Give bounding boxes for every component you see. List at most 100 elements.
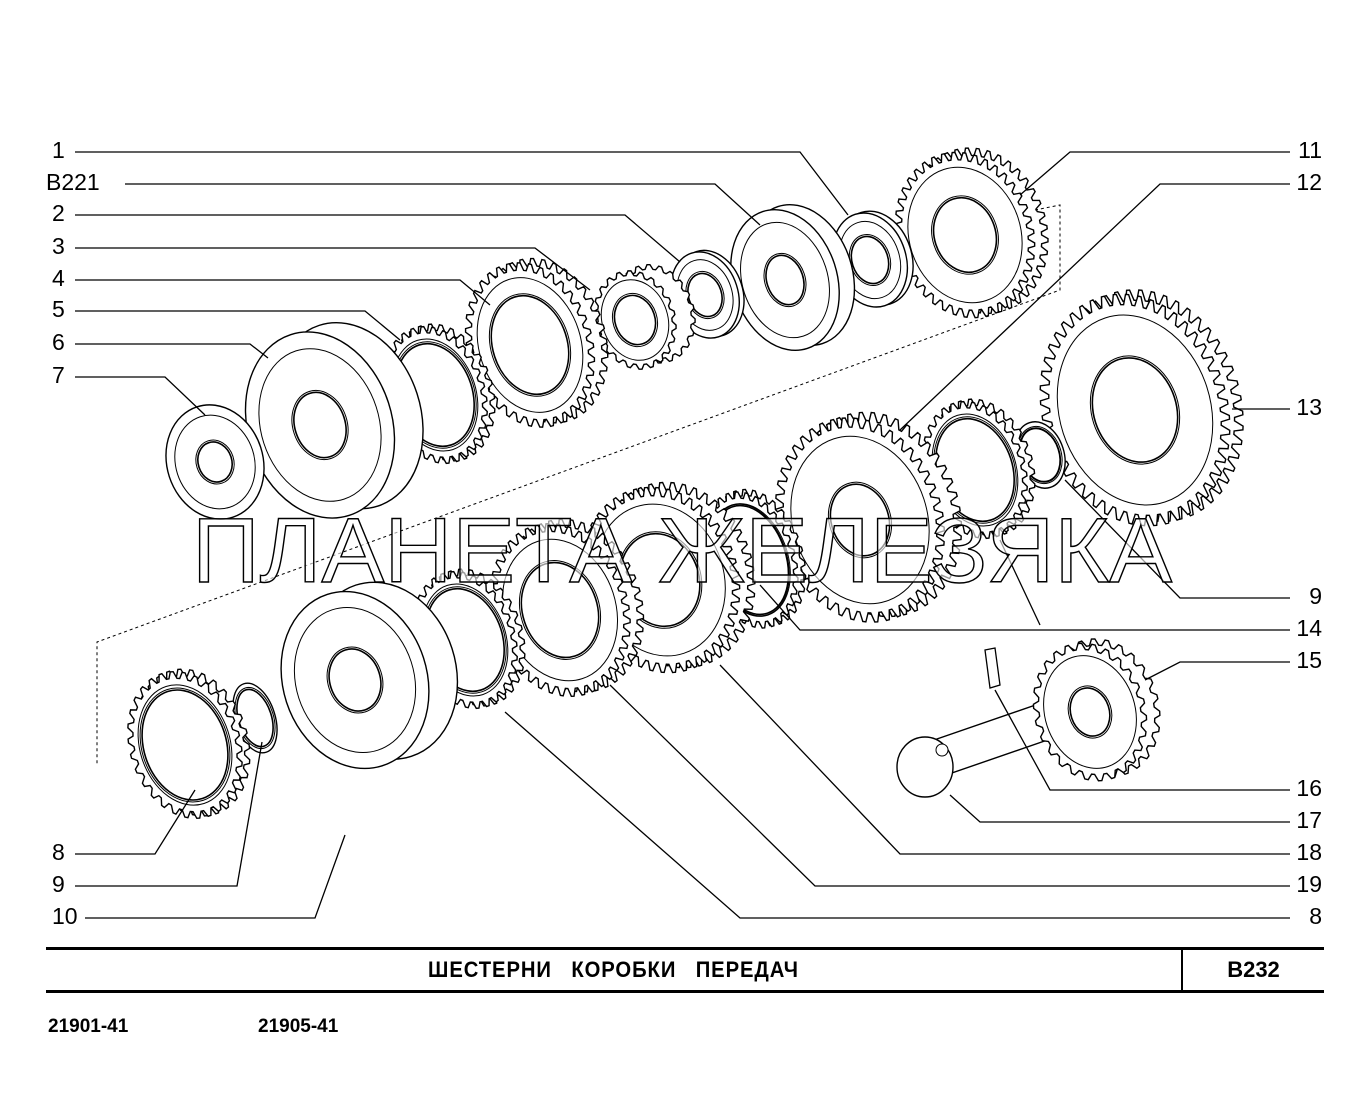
leader-line — [75, 279, 491, 306]
plate-7-collar — [195, 439, 235, 485]
callout-label-11: 11 — [1298, 137, 1322, 163]
gear-13-collar — [1089, 355, 1181, 465]
gear-15-bore — [1069, 687, 1111, 737]
gear-3-collar — [611, 292, 659, 348]
leader-line — [999, 539, 1041, 626]
callout-label-16: 16 — [1296, 775, 1322, 801]
hub-6-collar — [291, 389, 349, 461]
sync-ring-8-left — [127, 668, 251, 820]
washer-1-bore — [850, 235, 890, 285]
gear-12-collar — [827, 481, 893, 559]
callout-label-9: 9 — [1309, 583, 1322, 609]
gear-19-collar — [518, 560, 602, 660]
gear-3-face — [600, 279, 670, 361]
watermark: ПЛАНЕТА ЖЕЛЕЗЯКА — [191, 499, 1173, 602]
watermark-text: ПЛАНЕТА ЖЕЛЕЗЯКА — [192, 500, 1173, 602]
gear-19-bore — [520, 561, 600, 659]
callout-label-2: 2 — [52, 200, 65, 226]
washer-1 — [831, 210, 914, 308]
hub-6-bore — [293, 391, 347, 459]
gear-12 — [775, 411, 963, 623]
callout-label-13: 13 — [1296, 394, 1322, 420]
leader-line — [1144, 661, 1290, 681]
hub-10-bore — [328, 648, 382, 712]
leader-line — [1064, 479, 1290, 599]
leader-line — [75, 741, 263, 887]
page-title: ШЕСТЕРНИ КОРОБКИ ПЕРЕДАЧ — [428, 957, 799, 982]
leader-line — [759, 584, 1290, 631]
leader-line — [75, 789, 196, 855]
callout-label-7: 7 — [52, 362, 65, 388]
leader-line — [75, 343, 269, 359]
leader-line — [504, 711, 1290, 919]
leader-line — [609, 684, 1290, 887]
plate-7-bore — [197, 441, 233, 483]
model-code-1: 21901-41 — [48, 1016, 129, 1037]
callout-label-15: 15 — [1296, 647, 1322, 673]
gear-13 — [1039, 289, 1244, 527]
washer-2-bore — [687, 272, 723, 318]
gear-11 — [894, 147, 1049, 319]
gear-15-face — [1043, 655, 1137, 769]
callout-label-4: 4 — [52, 265, 65, 291]
leader-line — [85, 834, 346, 919]
leader-line — [75, 247, 591, 291]
gear-12-bore — [829, 483, 891, 557]
gear-11-bore — [932, 197, 998, 273]
hub-6 — [244, 321, 424, 519]
bearing-b221-face — [740, 221, 830, 339]
hub-10-face — [293, 606, 417, 754]
callout-label-9: 9 — [52, 871, 65, 897]
leader-line — [994, 689, 1290, 791]
model-code-2: 21905-41 — [258, 1016, 339, 1037]
shaft-17-hole — [935, 743, 949, 757]
leader-lines — [75, 151, 1290, 919]
plate-7-face — [174, 414, 256, 510]
gear-3-bore — [613, 294, 657, 346]
page-code: B232 — [1227, 957, 1280, 982]
bearing-b221 — [730, 204, 856, 352]
shaft-axis-dashed-line — [96, 204, 1061, 765]
title-divider — [1181, 950, 1183, 990]
leader-line — [75, 376, 206, 416]
gear-13-bore — [1091, 357, 1179, 463]
leader-line — [125, 183, 761, 226]
leader-line — [899, 183, 1290, 431]
hub-6-face — [258, 348, 382, 502]
bearing-b221-collar — [763, 252, 807, 308]
leader-line — [719, 664, 1290, 855]
callout-label-B221: B221 — [46, 169, 100, 195]
callout-label-17: 17 — [1296, 807, 1322, 833]
sync-ring-8-left-face — [137, 684, 233, 806]
hub-10-collar — [326, 646, 384, 714]
callout-label-12: 12 — [1296, 169, 1322, 195]
callout-label-19: 19 — [1296, 871, 1322, 897]
callout-label-14: 14 — [1296, 615, 1322, 641]
callout-label-3: 3 — [52, 233, 65, 259]
title-block: ШЕСТЕРНИ КОРОБКИ ПЕРЕДАЧ B232 — [46, 947, 1324, 993]
gear-13-face — [1056, 314, 1214, 506]
callout-label-8: 8 — [1309, 903, 1322, 929]
callout-label-6: 6 — [52, 329, 65, 355]
leader-line — [75, 214, 681, 263]
callout-label-5: 5 — [52, 296, 65, 322]
leader-line — [75, 310, 401, 341]
gear-4 — [464, 257, 609, 428]
gear-15-collar — [1067, 685, 1113, 739]
parts-layer — [127, 147, 1244, 820]
exploded-gear-diagram: ПЛАНЕТА ЖЕЛЕЗЯКА 1B221234567891011121391… — [46, 137, 1322, 929]
gear-4-bore — [490, 294, 570, 396]
callout-label-18: 18 — [1296, 839, 1322, 865]
gear-15 — [1032, 638, 1161, 782]
bearing-b221-bore — [765, 254, 805, 306]
leader-line — [75, 151, 849, 216]
callout-label-1: 1 — [52, 137, 65, 163]
gear-4-face — [476, 277, 584, 413]
hub-10 — [280, 581, 459, 770]
sync-ring-8-left-collar — [139, 687, 231, 803]
pin-16 — [984, 647, 1001, 689]
leader-line — [949, 794, 1290, 823]
callout-label-8: 8 — [52, 839, 65, 865]
gear-3 — [593, 263, 696, 370]
